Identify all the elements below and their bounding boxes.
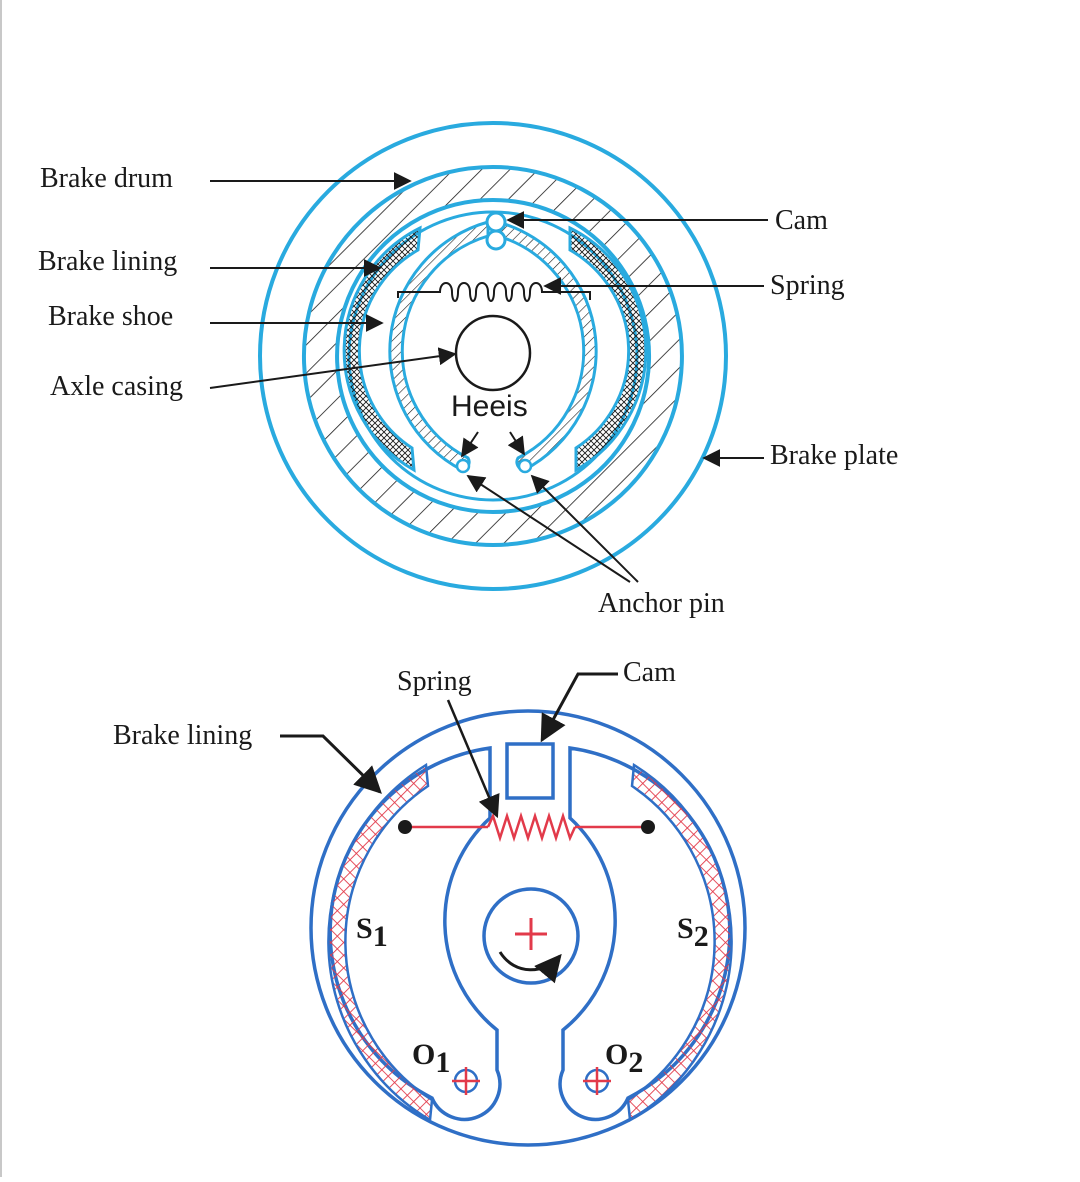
label-cam-2: Cam [623,657,676,688]
leader-anchor-pin-right [530,474,639,583]
leader-spring-2 [446,699,500,819]
brake-lining-s2 [626,762,733,1123]
label-o2: O2 [605,1038,643,1079]
brake-lining-right [568,225,648,473]
cam-circle-top [485,211,507,233]
label-axle-casing: Axle casing [50,371,183,402]
left-edge-line [0,0,2,1177]
drum-outer-circle [309,709,747,1147]
label-brake-plate: Brake plate [770,440,898,471]
label-spring-2: Spring [397,666,472,697]
label-brake-shoe: Brake shoe [48,301,173,332]
heels-arrow-left [461,431,479,458]
rotation-arrow-icon [498,951,562,984]
label-anchor-pin: Anchor pin [598,588,725,619]
leader-brake-lining-2 [280,734,382,794]
label-brake-lining-2: Brake lining [113,720,252,751]
axle-casing-circle [454,314,532,392]
brake-lining-s1 [327,762,434,1123]
figure-2-shoe-brake-schematic: S1 S2 O1 O2 Brake lining Spring Cam [113,657,747,1147]
anchor-pin-right [517,458,533,474]
brake-plate-circle [258,121,728,591]
label-o1: O1 [412,1038,450,1079]
cam-block [505,742,555,800]
leader-cam-2 [540,672,618,743]
leader-axle-casing [209,347,457,389]
heels-label: Heeis [451,390,528,423]
heels-arrow-right [507,431,525,456]
label-brake-lining: Brake lining [38,246,177,277]
label-s2: S2 [677,912,709,953]
brake-lining-left [342,225,422,473]
brake-drum-ring [301,165,684,547]
cam-circle-bottom [485,229,507,251]
label-s1: S1 [356,912,388,953]
spring-coil [397,282,591,302]
label-cam: Cam [775,205,828,236]
spring-zigzag [486,811,577,843]
label-brake-drum: Brake drum [40,163,173,194]
figure-1-internal-expanding-brake: Heeis Brake drum Brake lining Brake shoe… [38,121,898,619]
spring-pin-left [398,820,412,834]
label-spring: Spring [770,270,845,301]
leader-anchor-pin-left [466,475,631,583]
anchor-pin-left [455,458,471,474]
spring-pin-right [641,820,655,834]
